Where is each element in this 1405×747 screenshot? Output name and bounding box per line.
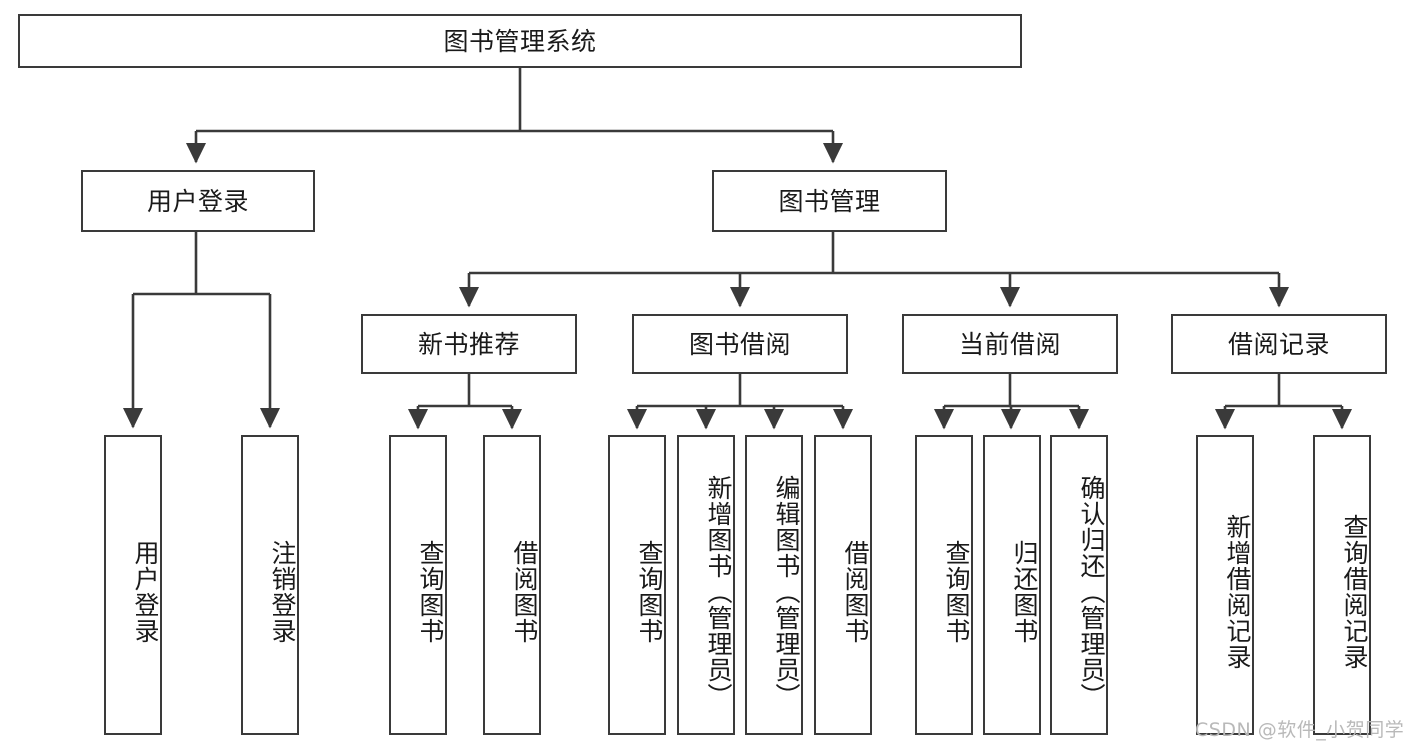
node-new-book-recommend[interactable]: 新书推荐 — [361, 314, 577, 374]
node-current-borrow[interactable]: 当前借阅 — [902, 314, 1118, 374]
leaf-currentborrow-return-book[interactable]: 归还图书 — [983, 435, 1041, 735]
leaf-bookborrow-add-book-admin[interactable]: 新增图书（管理员） — [677, 435, 735, 735]
leaf-currentborrow-query-book[interactable]: 查询图书 — [915, 435, 973, 735]
node-root-system[interactable]: 图书管理系统 — [18, 14, 1022, 68]
leaf-newbook-query-book[interactable]: 查询图书 — [389, 435, 447, 735]
node-book-management[interactable]: 图书管理 — [712, 170, 947, 232]
leaf-bookborrow-borrow-book[interactable]: 借阅图书 — [814, 435, 872, 735]
csdn-watermark: CSDN @软件_小贺同学 — [1195, 719, 1405, 741]
leaf-borrowrecord-add-record[interactable]: 新增借阅记录 — [1196, 435, 1254, 735]
leaf-borrowrecord-query-record[interactable]: 查询借阅记录 — [1313, 435, 1371, 735]
node-user-login[interactable]: 用户登录 — [81, 170, 315, 232]
node-borrow-record[interactable]: 借阅记录 — [1171, 314, 1387, 374]
leaf-newbook-borrow-book[interactable]: 借阅图书 — [483, 435, 541, 735]
leaf-currentborrow-confirm-return-admin[interactable]: 确认归还（管理员） — [1050, 435, 1108, 735]
leaf-bookborrow-query-book[interactable]: 查询图书 — [608, 435, 666, 735]
leaf-user-login[interactable]: 用户登录 — [104, 435, 162, 735]
leaf-bookborrow-edit-book-admin[interactable]: 编辑图书（管理员） — [745, 435, 803, 735]
node-book-borrow[interactable]: 图书借阅 — [632, 314, 848, 374]
leaf-logout[interactable]: 注销登录 — [241, 435, 299, 735]
